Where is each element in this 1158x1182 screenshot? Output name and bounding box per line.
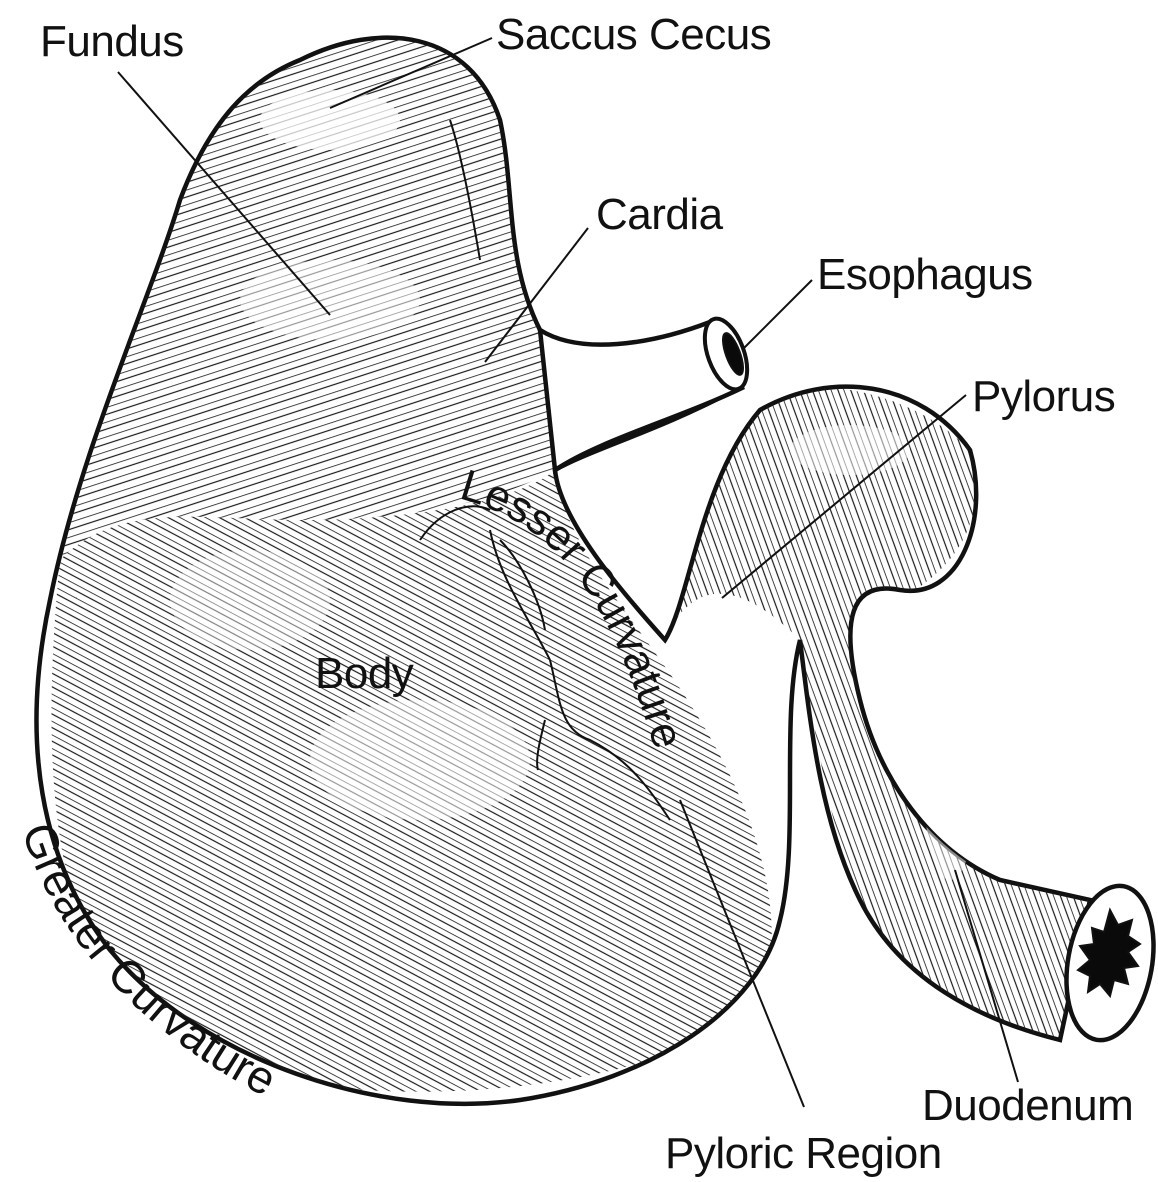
label-fundus: Fundus	[40, 17, 184, 66]
label-cardia: Cardia	[596, 190, 724, 239]
label-pylorus: Pylorus	[972, 372, 1115, 421]
label-body: Body	[315, 649, 414, 698]
label-esophagus: Esophagus	[817, 250, 1033, 299]
leader-esophagus	[742, 280, 812, 350]
label-duodenum: Duodenum	[922, 1081, 1133, 1130]
esophagus-tube	[540, 313, 756, 470]
label-saccus-cecus: Saccus Cecus	[496, 10, 771, 59]
label-pyloric-region: Pyloric Region	[665, 1129, 942, 1178]
